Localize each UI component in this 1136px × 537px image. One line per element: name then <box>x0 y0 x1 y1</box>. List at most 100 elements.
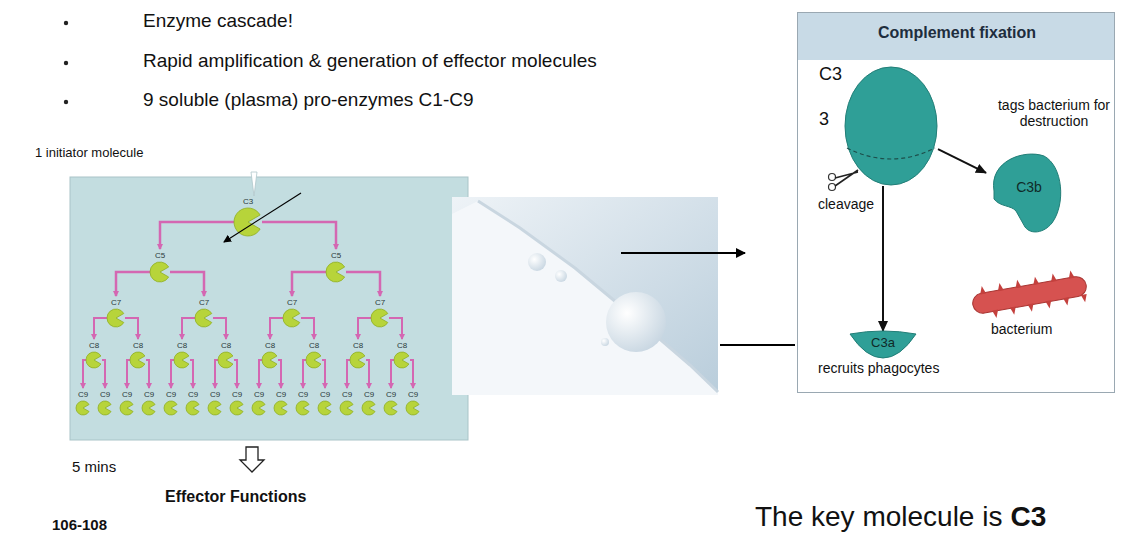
enzyme-label: C8 <box>397 341 407 350</box>
enzyme-label: C7 <box>287 298 297 307</box>
cascade-arrow <box>83 360 86 388</box>
enzyme-pacman <box>318 401 331 415</box>
enzyme-label: C8 <box>177 341 187 350</box>
enzyme-label: C8 <box>309 341 319 350</box>
enzyme-label: C8 <box>133 341 143 350</box>
shape <box>844 66 938 186</box>
enzyme-pacman <box>208 401 221 415</box>
enzyme-pacman <box>371 309 388 327</box>
cascade-arrow <box>215 360 218 388</box>
cascade-arrow <box>322 360 325 388</box>
panel-box: Complement fixationC33C3bbacteriumC3a <box>797 12 1115 393</box>
enzyme-label: C9 <box>100 390 110 399</box>
snow-shadow <box>478 201 718 392</box>
enzyme-pacman <box>326 262 345 282</box>
title-band <box>798 13 1114 60</box>
label-text: 106-108 <box>52 516 107 533</box>
cascade-arrow <box>146 360 149 388</box>
enzyme-label: C8 <box>221 341 231 350</box>
enzyme-label: C9 <box>342 390 352 399</box>
bullet <box>64 61 68 65</box>
cascade-arrow <box>171 360 174 388</box>
bacterium-spike <box>1028 303 1035 312</box>
enzyme-pacman <box>274 401 287 415</box>
bacterium-spike <box>1032 276 1039 285</box>
cascade-arrow <box>278 360 281 388</box>
snowball <box>528 253 546 271</box>
bacterium-spike <box>1081 294 1088 303</box>
cascade-arrow <box>358 318 371 339</box>
enzyme-pacman <box>120 401 133 415</box>
cleavage-line <box>847 148 935 159</box>
cascade-arrow <box>347 360 350 388</box>
enzyme-pacman <box>296 401 309 415</box>
cascade-arrow <box>259 360 262 388</box>
cascade-arrow <box>389 318 402 339</box>
scissors-handle <box>829 174 836 181</box>
pointer-line <box>720 344 795 346</box>
cascade-arrow <box>303 360 306 388</box>
shape <box>798 13 1114 392</box>
label-text: Enzyme cascade! <box>143 10 293 32</box>
bacterium-shape <box>970 268 1089 321</box>
cascade-arrow <box>391 360 394 388</box>
snow-slope <box>452 201 718 395</box>
bacterium-spike <box>997 282 1004 291</box>
enzyme-pacman <box>174 352 189 368</box>
enzyme-label: C9 <box>144 390 154 399</box>
connector-arrow <box>882 186 884 331</box>
bacterium-spike <box>1014 279 1021 288</box>
enzyme-label: C8 <box>353 341 363 350</box>
enzyme-pacman <box>306 352 321 368</box>
bacterium: bacterium <box>966 275 1093 317</box>
bullet <box>64 21 68 25</box>
enzyme-label: C7 <box>199 298 209 307</box>
enzyme-label: C7 <box>375 298 385 307</box>
bacterium-spike <box>1045 300 1052 309</box>
enzyme-pacman <box>362 401 375 415</box>
enzyme-pacman <box>350 352 365 368</box>
enzyme-pacman <box>98 401 111 415</box>
node-text: C3a <box>871 336 895 351</box>
node-text: C3 <box>819 64 842 85</box>
bacterium-spike <box>1063 297 1070 306</box>
bacterium-body <box>971 275 1088 315</box>
down-arrow <box>240 447 264 472</box>
cascade-arrow <box>262 222 336 249</box>
cascade-arrow <box>366 360 369 388</box>
enzyme-label: C9 <box>78 390 88 399</box>
bacterium-spike <box>992 310 999 319</box>
key-molecule: C3 <box>1010 501 1046 533</box>
enzyme-pacman <box>186 401 199 415</box>
initiator-pointer <box>251 172 257 196</box>
cascade-arrow <box>125 318 138 339</box>
panel-title: Complement fixation <box>878 24 1036 42</box>
shape <box>966 275 1093 317</box>
enzyme-pacman <box>150 262 169 282</box>
enzyme-label: C9 <box>320 390 330 399</box>
c3-molecule <box>845 67 937 185</box>
label-text: The key molecule is <box>755 501 1002 533</box>
enzyme-label: C9 <box>254 390 264 399</box>
cascade-arrow <box>182 318 195 339</box>
enzyme-pacman <box>283 309 300 327</box>
snowball <box>606 292 666 352</box>
cascade-arrow <box>292 272 326 296</box>
enzyme-label: C9 <box>188 390 198 399</box>
snowball <box>555 270 567 282</box>
cascade-arrow <box>116 272 150 296</box>
cascade-arrow <box>234 360 237 388</box>
c3-molecule: C33 <box>844 66 938 186</box>
cascade-arrow <box>160 222 234 249</box>
enzyme-pacman <box>76 401 89 415</box>
pointer-arrow <box>621 252 745 254</box>
cascade-drawing <box>76 208 419 415</box>
enzyme-pacman <box>130 352 145 368</box>
bacterium-spike <box>979 286 986 295</box>
bacterium-spike <box>1050 273 1057 282</box>
enzyme-label: C9 <box>408 390 418 399</box>
enzyme-pacman <box>252 401 265 415</box>
